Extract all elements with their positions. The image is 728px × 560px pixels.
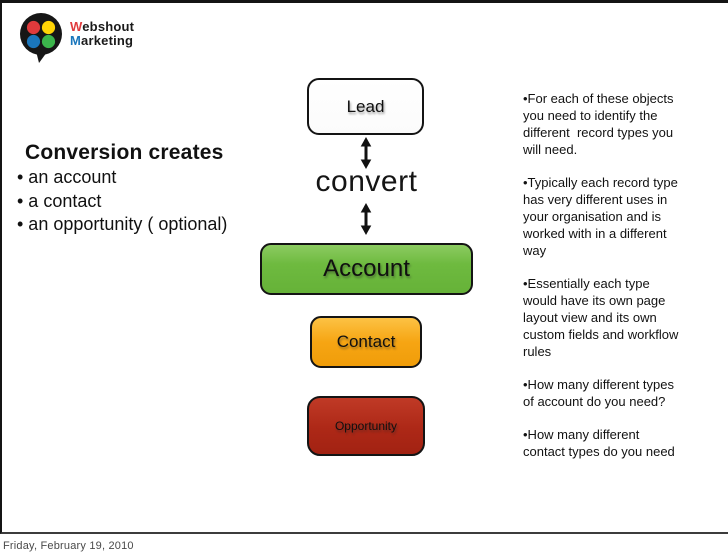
opportunity-node: Opportunity [307, 396, 425, 456]
note-record-types: •For each of these objects you need to i… [523, 91, 678, 157]
convert-label: convert [315, 165, 418, 198]
note-page-layout: •Essentially each type would have its ow… [523, 276, 682, 359]
logo-initial-w: W [70, 19, 83, 34]
logo-initial-m: M [70, 33, 82, 48]
logo-wordmark: Webshout Marketing [70, 20, 134, 48]
account-node: Account [260, 243, 473, 295]
account-node-label: Account [323, 255, 410, 282]
logo-wordmark-line2: Marketing [70, 34, 134, 48]
note-account-types-question: •How many different types of account do … [523, 377, 678, 409]
contact-node-label: Contact [336, 332, 396, 351]
left-bullet-contact: • a contact [17, 190, 102, 211]
slide-date: Friday, February 19, 2010 [3, 540, 134, 552]
double-arrow-icon [360, 137, 372, 169]
logo-rest-1: ebshout [82, 19, 135, 34]
logo-wordmark-line1: Webshout [70, 20, 134, 34]
lead-node-label: Lead [346, 96, 385, 116]
contact-node: Contact [310, 316, 422, 368]
speech-bubble-icon [20, 13, 62, 63]
slide-canvas: Webshout Marketing Conversion creates • … [0, 0, 728, 534]
right-notes-column: •For each of these objects you need to i… [523, 90, 683, 476]
double-arrow-icon [360, 203, 372, 235]
note-typically-each-record: •Typically each record type has very dif… [523, 175, 682, 258]
logo-rest-2: arketing [81, 33, 134, 48]
note-contact-types-question: •How many different contact types do you… [523, 427, 675, 459]
webshout-logo: Webshout Marketing [18, 11, 134, 63]
heading-conversion-creates: Conversion creates [25, 141, 224, 164]
lead-node: Lead [307, 78, 424, 135]
opportunity-node-label: Opportunity [334, 419, 398, 433]
left-bullet-list: • an account • a contact • an opportunit… [17, 166, 227, 237]
left-bullet-opportunity: • an opportunity ( optional) [17, 214, 228, 234]
left-bullet-account: • an account [17, 167, 117, 187]
